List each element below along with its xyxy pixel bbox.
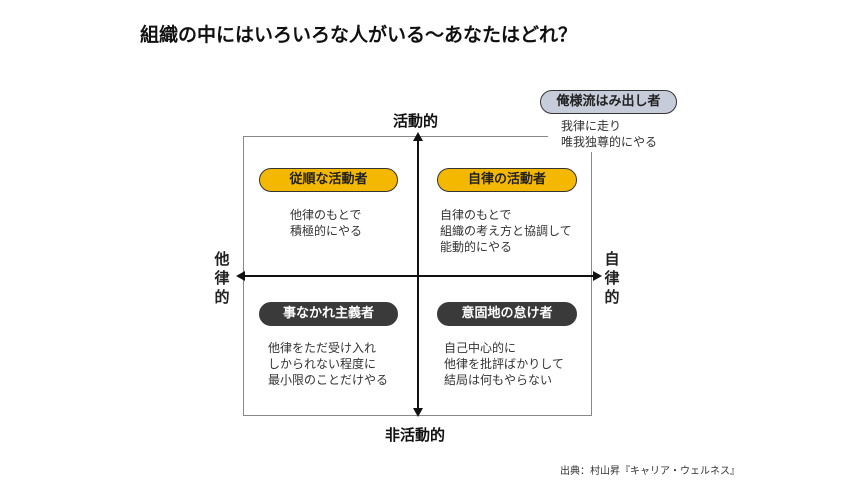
quadrant-label-stubborn-idler: 意固地の怠け者 [437,302,577,326]
outlier-label: 俺様流はみ出し者 [540,90,677,114]
page-title: 組織の中にはいろいろな人がいる～あなたはどれ？ [140,24,578,46]
axis-label-bottom: 非活動的 [385,426,446,444]
quadrant-desc-autonomous-active: 自律のもとで 組織の考え方と協調して 能動的にやる [440,208,572,254]
quadrant-label-passive-conformist: 事なかれ主義者 [259,302,398,326]
outlier-desc: 我律に走り 唯我独尊的にやる [561,119,658,149]
arrow-down-icon [413,408,423,417]
quadrant-label-obedient-active: 従順な活動者 [259,168,398,192]
quadrant-desc-stubborn-idler: 自己中心的に 他律を批評ばかりして 結局は何もやらない [444,341,564,387]
frame-gap [548,128,608,152]
quadrant-desc-passive-conformist: 他律をただ受け入れ しかられない程度に 最小限のことだけやる [268,341,389,387]
quadrant-desc-obedient-active: 他律のもとで 積極的にやる [290,208,363,238]
arrow-left-icon [236,271,245,281]
axis-label-left: 他律的 [214,250,230,306]
vertical-axis [417,140,419,414]
horizontal-axis [244,275,594,277]
arrow-right-icon [593,271,602,281]
arrow-up-icon [413,132,423,141]
quadrant-label-autonomous-active: 自律の活動者 [437,168,577,192]
source-citation: 出典：村山昇『キャリア・ウェルネス』 [560,466,740,477]
axis-label-right: 自律的 [604,250,620,306]
axis-label-top: 活動的 [393,112,439,130]
